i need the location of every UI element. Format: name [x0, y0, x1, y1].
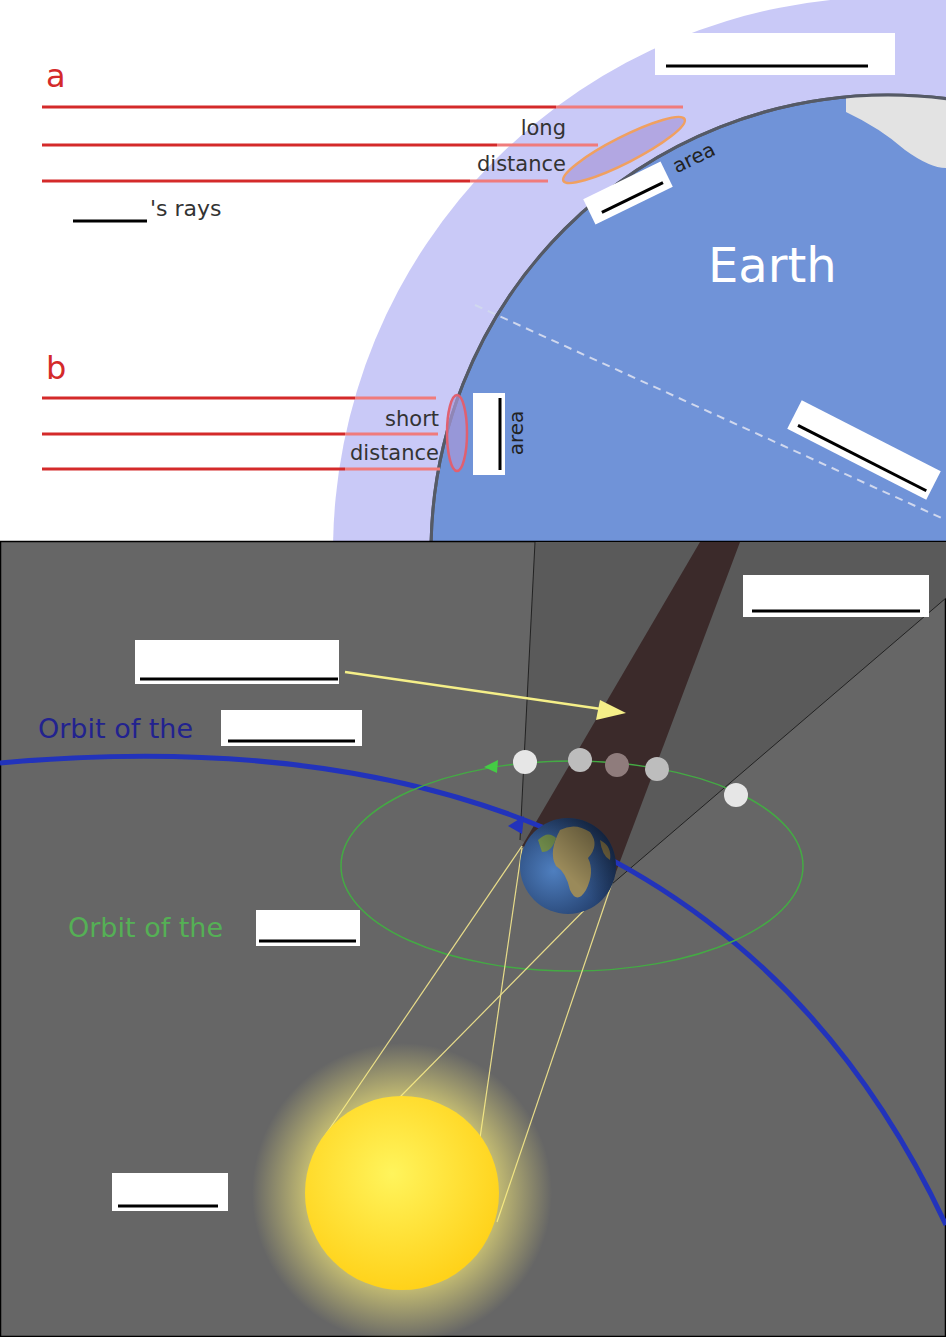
illustration-part [497, 144, 598, 147]
illustration-part [520, 818, 616, 914]
illustration-part [345, 468, 440, 471]
polar-cap-group [846, 90, 946, 168]
orbit-arrowhead [484, 760, 498, 773]
space-ground [1, 542, 946, 1337]
earth-disk [431, 95, 946, 541]
lunar-eclipse-panel [0, 542, 946, 1337]
illustration-part [345, 433, 438, 436]
illustration-part [42, 433, 345, 436]
illustration-part [724, 783, 748, 807]
equator-line [475, 305, 946, 520]
blank-line [73, 220, 147, 223]
blank-box [655, 33, 895, 75]
illustration-part [583, 162, 673, 225]
illustration-part [743, 575, 929, 617]
illustration-part [513, 750, 537, 774]
area-ellipse-b [447, 395, 467, 471]
area-note: area [505, 411, 528, 456]
blank-box [583, 162, 673, 225]
atmosphere [333, 0, 946, 541]
illustration-part [135, 640, 339, 684]
orbit-caption: Orbit of the [68, 912, 223, 943]
illustration-part [556, 106, 683, 109]
illustration-part [259, 940, 356, 943]
sun-rays-b [42, 398, 440, 469]
blank-box [135, 640, 339, 684]
illustration-part [602, 183, 663, 213]
illustration-part [42, 397, 355, 400]
illustration-part [752, 610, 920, 613]
illustration-part [42, 144, 497, 147]
illustration-part [798, 425, 926, 490]
illustration-part [355, 397, 436, 400]
orbit-arrowhead [508, 816, 524, 834]
illustration-part [42, 106, 556, 109]
polar-cap [846, 90, 946, 168]
earth-globe [520, 818, 616, 914]
illustration-part [605, 753, 629, 777]
illustration-part [499, 398, 502, 470]
illustration-part [221, 710, 362, 746]
moon-orbit [341, 761, 803, 971]
illustration-part [520, 818, 616, 914]
blank-box [787, 400, 941, 499]
moon-phases [513, 748, 748, 807]
earth-outline [431, 95, 946, 541]
blank-box [221, 710, 362, 746]
illustration-part [42, 468, 345, 471]
illustration-part [645, 757, 669, 781]
blank-box [473, 393, 505, 475]
earth-name: Earth [708, 238, 837, 293]
illustration-part [256, 910, 360, 946]
blank-box [743, 575, 929, 617]
panel-letter: a [46, 58, 66, 95]
ray-distance-note: short distance [350, 402, 439, 470]
illustration-part [112, 1173, 228, 1211]
illustration-part [470, 180, 548, 183]
pointer-arrowhead [596, 700, 626, 720]
illustration-part [118, 1205, 218, 1208]
illustration-part [666, 65, 868, 68]
insolation-panel [0, 0, 946, 541]
penumbra-edge [520, 542, 535, 840]
rays-caption: 's rays [150, 196, 222, 221]
orbit-caption: Orbit of the [38, 713, 193, 744]
panel-letter: b [46, 350, 66, 387]
illustration-part [473, 393, 505, 475]
blank-box [256, 910, 360, 946]
blank-box [112, 1173, 228, 1211]
ray-distance-note: long distance [477, 110, 566, 182]
illustration-part [568, 748, 592, 772]
illustration-part [787, 400, 941, 499]
sun [305, 1096, 499, 1290]
illustration-part [228, 740, 355, 743]
sun-glow [252, 1043, 552, 1337]
illustration-part [140, 678, 338, 681]
illustration-part [655, 33, 895, 75]
pointer-arrow [345, 672, 608, 710]
area-note: area [669, 138, 719, 178]
illustration-part [42, 180, 470, 183]
